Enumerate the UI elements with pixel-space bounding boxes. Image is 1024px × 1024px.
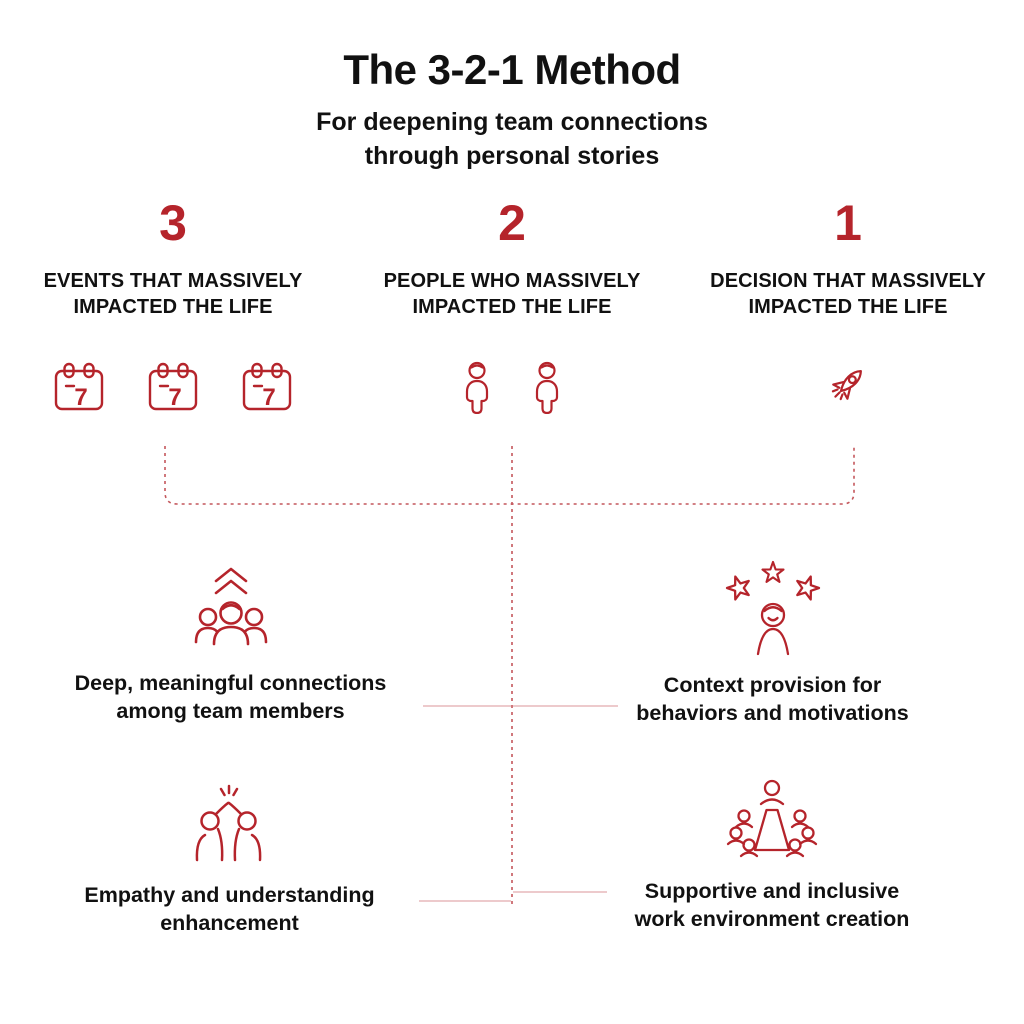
star-person-icon xyxy=(717,558,829,658)
benefit-text-line: Context provision for xyxy=(663,673,882,697)
column-people: 2 PEOPLE WHO MASSIVELY IMPACTED THE LIFE xyxy=(342,198,682,417)
bracket-line xyxy=(164,446,855,505)
person-icon xyxy=(459,360,495,414)
benefit-team-connections: Deep, meaningful connections among team … xyxy=(38,560,423,726)
person-icon xyxy=(529,360,565,414)
rocket-icon xyxy=(820,361,876,413)
subtitle-line: For deepening team connections xyxy=(316,108,708,136)
column-heading: PEOPLE WHO MASSIVELY IMPACTED THE LIFE xyxy=(342,268,682,321)
benefit-supportive-environment: Supportive and inclusive work environmen… xyxy=(582,776,962,934)
heading-line: IMPACTED THE LIFE xyxy=(412,296,612,319)
benefit-text-line: among team members xyxy=(116,699,345,724)
benefit-text: Empathy and understanding enhancement xyxy=(42,881,417,938)
benefit-text-line: behaviors and motivations xyxy=(636,701,909,726)
column-heading: EVENTS THAT MASSIVELY IMPACTED THE LIFE xyxy=(3,268,343,321)
heading-line: IMPACTED THE LIFE xyxy=(73,296,273,319)
benefit-text: Supportive and inclusive work environmen… xyxy=(582,877,962,934)
calendar-icon xyxy=(53,362,105,412)
benefit-text: Context provision for behaviors and moti… xyxy=(585,671,960,728)
benefit-text-line: enhancement xyxy=(160,911,299,936)
subtitle-line: through personal stories xyxy=(364,141,660,170)
column-decision: 1 DECISION THAT MASSIVELY IMPACTED THE L… xyxy=(678,198,1018,417)
calendar-icon xyxy=(241,362,293,412)
benefit-empathy: Empathy and understanding enhancement xyxy=(42,784,417,938)
column-number: 2 xyxy=(498,195,526,251)
high-five-icon xyxy=(182,784,278,868)
benefit-context-provision: Context provision for behaviors and moti… xyxy=(585,558,960,728)
inclusive-team-icon xyxy=(724,776,820,864)
column-heading: DECISION THAT MASSIVELY IMPACTED THE LIF… xyxy=(678,268,1018,321)
column-icons xyxy=(3,357,343,417)
heading-line: DECISION THAT MASSIVELY xyxy=(710,270,986,292)
heading-line: PEOPLE WHO MASSIVELY xyxy=(383,270,641,292)
page-title: The 3-2-1 Method xyxy=(343,46,681,93)
column-number: 1 xyxy=(834,195,862,251)
heading-line: IMPACTED THE LIFE xyxy=(748,296,948,319)
team-connections-icon xyxy=(179,560,283,656)
benefit-text-line: Supportive and inclusive xyxy=(644,879,900,903)
page-subtitle: For deepening team connections through p… xyxy=(0,106,1024,174)
calendar-icon xyxy=(147,362,199,412)
benefit-text: Deep, meaningful connections among team … xyxy=(38,669,423,726)
benefit-text-line: Empathy and understanding xyxy=(84,883,375,907)
column-icons xyxy=(678,357,1018,417)
column-icons xyxy=(342,357,682,417)
benefit-text-line: Deep, meaningful connections xyxy=(74,671,387,695)
benefit-text-line: work environment creation xyxy=(634,907,910,932)
heading-line: EVENTS THAT MASSIVELY xyxy=(43,270,303,292)
column-events: 3 EVENTS THAT MASSIVELY IMPACTED THE LIF… xyxy=(3,198,343,417)
column-number: 3 xyxy=(159,195,187,251)
